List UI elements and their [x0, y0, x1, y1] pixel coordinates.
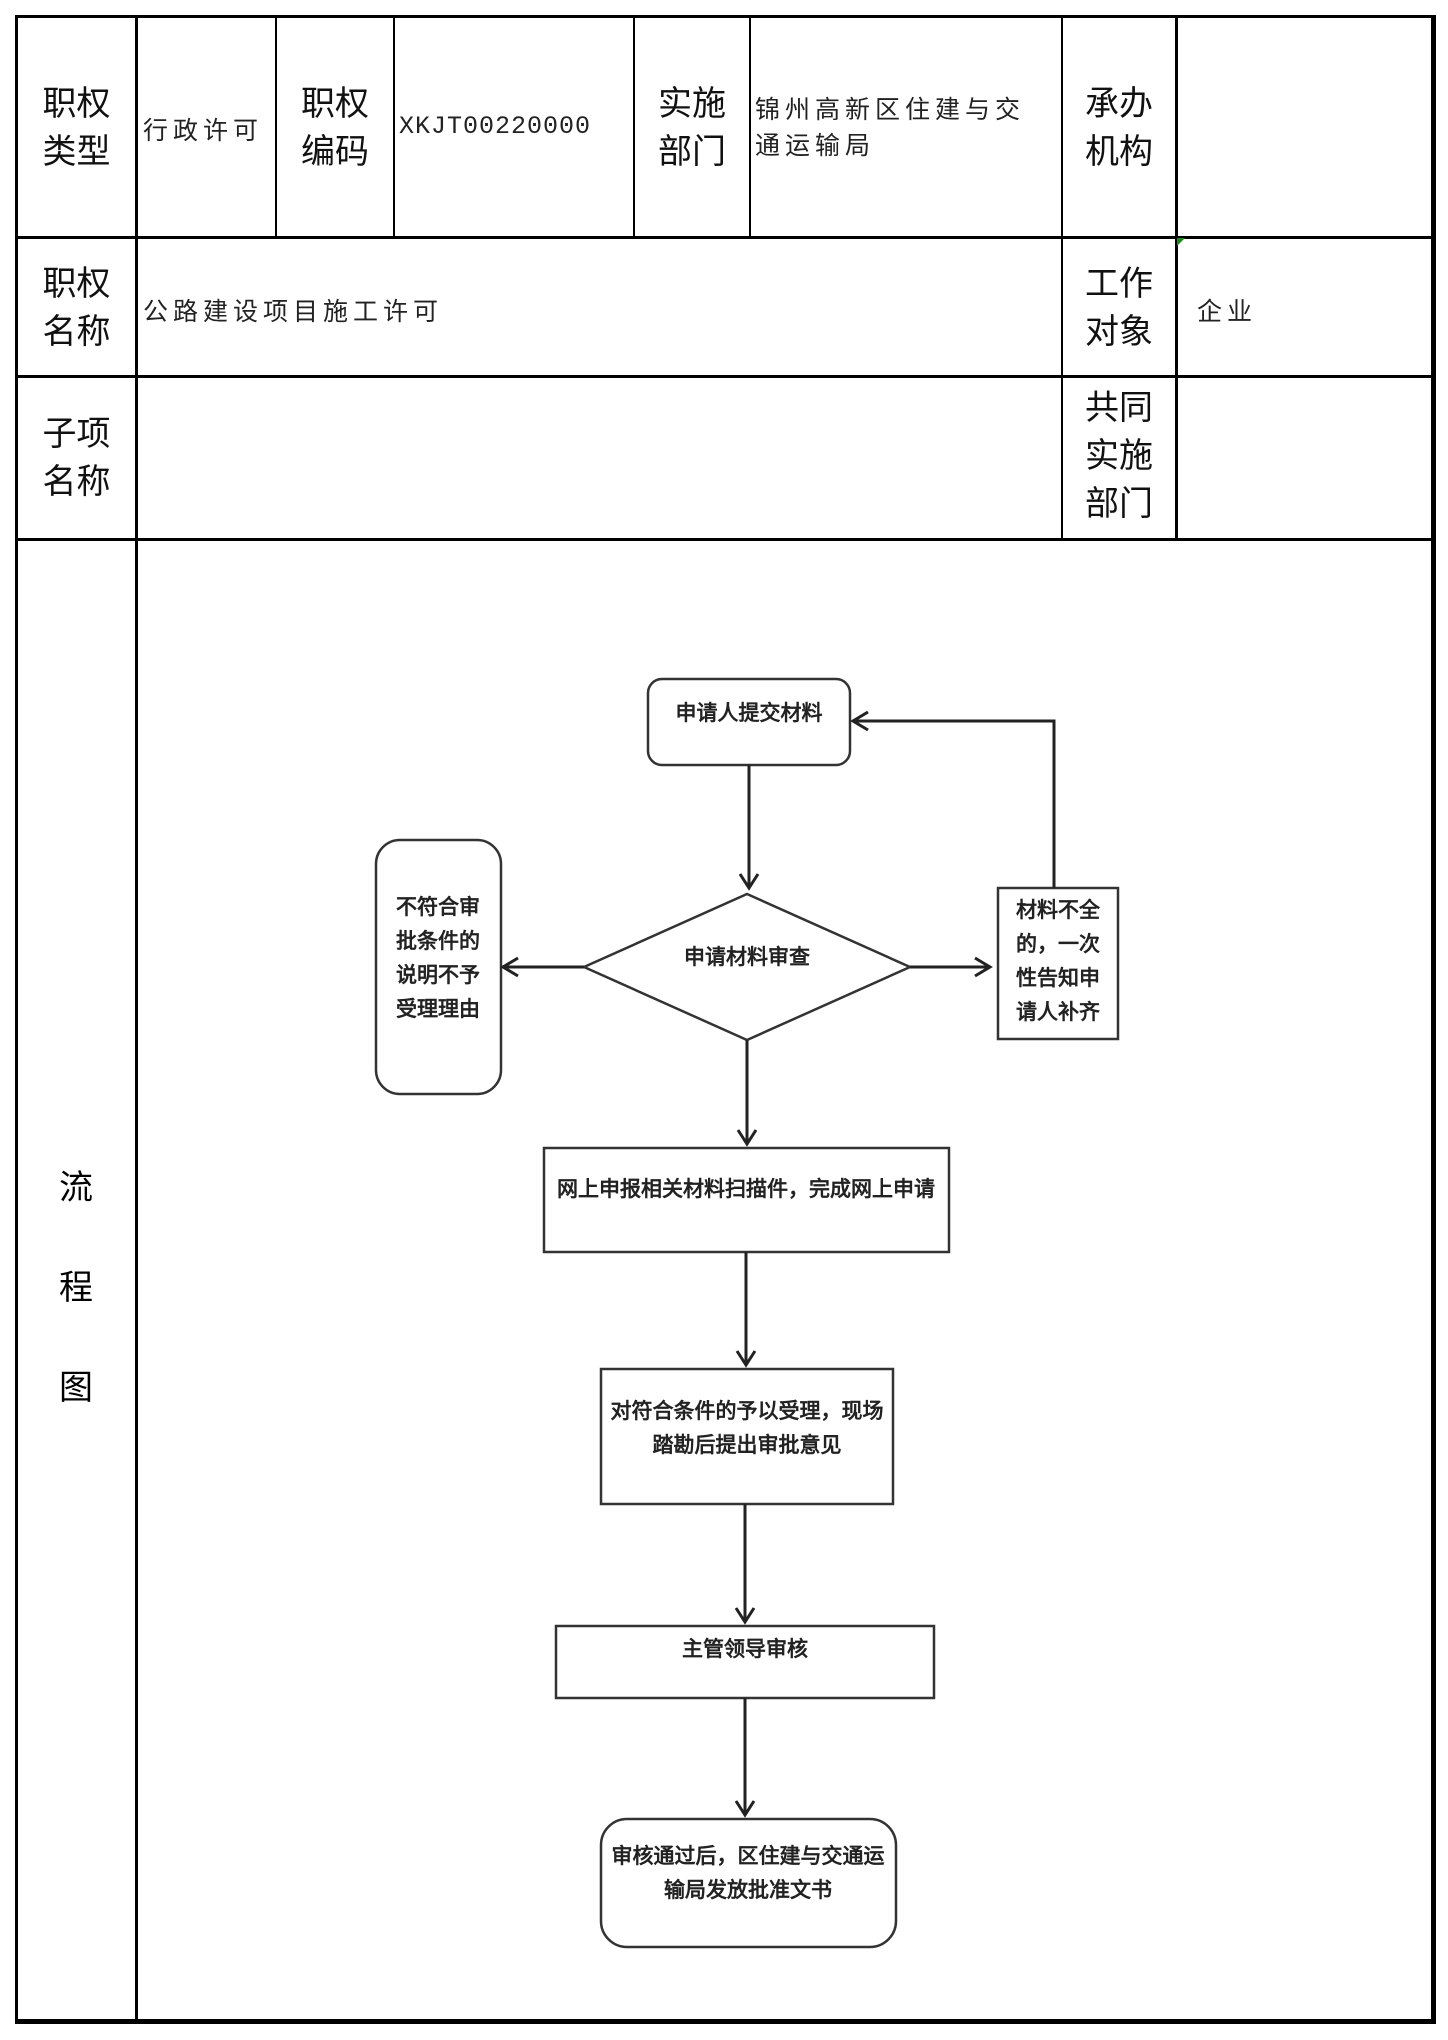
row-divider	[15, 538, 1436, 541]
col-divider	[393, 15, 395, 237]
arrow-incomplete-to-submit	[850, 710, 1056, 888]
col-divider	[275, 15, 277, 237]
node-online-text: 网上申报相关材料扫描件，完成网上申请	[557, 1177, 935, 1201]
value-authority-code: XKJT00220000	[399, 112, 592, 141]
node-incomplete-text: 性告知申	[1016, 966, 1100, 990]
arrow-review-to-incomplete	[910, 956, 993, 978]
label-line: 名称	[42, 462, 111, 502]
label-subitem-name: 子项 名称	[18, 410, 135, 506]
value-authority-name: 公路建设项目施工许可	[143, 297, 444, 326]
label-line: 实施	[658, 84, 726, 124]
label-line: 职权	[301, 84, 369, 124]
label-line: 机构	[1085, 132, 1153, 172]
node-leader-text: 主管领导审核	[682, 1637, 808, 1661]
table-border-right	[1431, 15, 1436, 2024]
node-issue	[599, 1817, 898, 1949]
row-divider	[15, 375, 1436, 378]
label-line: 类型	[42, 132, 111, 172]
label-line: 职权	[42, 264, 111, 304]
arrow-review-to-reject	[500, 956, 584, 978]
table-border-top	[15, 15, 1436, 18]
node-submit-text: 申请人提交材料	[676, 701, 823, 725]
col-divider	[135, 15, 138, 2024]
node-incomplete-text: 的，一次	[1016, 932, 1100, 956]
label-line: 实施	[1085, 436, 1153, 476]
label-line: 共同	[1085, 388, 1153, 428]
value-authority-type: 行政许可	[143, 116, 264, 145]
label-line: 子项	[42, 414, 111, 454]
value-line: 通运输局	[755, 131, 876, 160]
value-work-target: 企业	[1197, 297, 1258, 326]
node-accept-text: 对符合条件的予以受理，现场	[611, 1399, 884, 1423]
label-char: 程	[59, 1268, 93, 1308]
arrow-online-to-accept	[735, 1252, 757, 1368]
node-accept	[599, 1367, 895, 1506]
table-border-left	[15, 15, 18, 2024]
node-reject-text: 受理理由	[396, 997, 480, 1021]
col-divider	[1061, 15, 1063, 540]
label-line: 部门	[658, 132, 726, 172]
label-line: 承办	[1085, 84, 1153, 124]
label-line: 职权	[42, 84, 111, 124]
value-line: 锦州高新区住建与交	[755, 95, 1026, 124]
node-review-text: 申请材料审查	[684, 945, 810, 969]
label-authority-name: 职权 名称	[18, 260, 135, 356]
label-flowchart: 流 程 图	[46, 1160, 106, 1460]
arrow-accept-to-leader	[734, 1504, 756, 1625]
node-incomplete-text: 请人补齐	[1016, 1000, 1101, 1024]
col-divider	[633, 15, 635, 237]
label-handling-org: 承办 机构	[1063, 80, 1175, 176]
label-char: 图	[59, 1368, 93, 1408]
label-work-target: 工作 对象	[1063, 260, 1175, 356]
node-issue-text: 输局发放批准文书	[664, 1878, 832, 1902]
node-reject-text: 批条件的	[396, 929, 480, 953]
node-reject-text: 说明不予	[396, 963, 480, 987]
label-line: 编码	[301, 132, 369, 172]
arrow-leader-to-issue	[734, 1698, 756, 1818]
label-line: 工作	[1085, 264, 1153, 304]
label-authority-code: 职权 编码	[277, 80, 393, 176]
arrow-submit-to-review	[738, 765, 760, 891]
node-incomplete-text: 材料不全	[1016, 898, 1101, 922]
label-implementing-dept: 实施 部门	[635, 80, 749, 176]
node-issue-text: 审核通过后，区住建与交通运	[612, 1844, 885, 1868]
label-authority-type: 职权 类型	[18, 80, 135, 176]
label-joint-dept: 共同 实施 部门	[1063, 384, 1175, 528]
arrow-review-to-online	[736, 1040, 758, 1147]
col-divider	[1175, 15, 1178, 540]
label-line: 部门	[1085, 484, 1153, 524]
label-line: 对象	[1085, 312, 1153, 352]
value-implementing-dept: 锦州高新区住建与交 通运输局	[755, 92, 1025, 164]
cell-comment-marker	[1177, 238, 1185, 246]
table-border-bottom	[15, 2019, 1436, 2024]
label-line: 名称	[42, 312, 111, 352]
node-reject-text: 不符合审	[396, 895, 480, 919]
col-divider	[749, 15, 751, 237]
row-divider	[15, 236, 1436, 239]
label-char: 流	[59, 1168, 93, 1208]
node-accept-text: 踏勘后提出审批意见	[653, 1433, 842, 1457]
node-incomplete	[996, 886, 1120, 1041]
